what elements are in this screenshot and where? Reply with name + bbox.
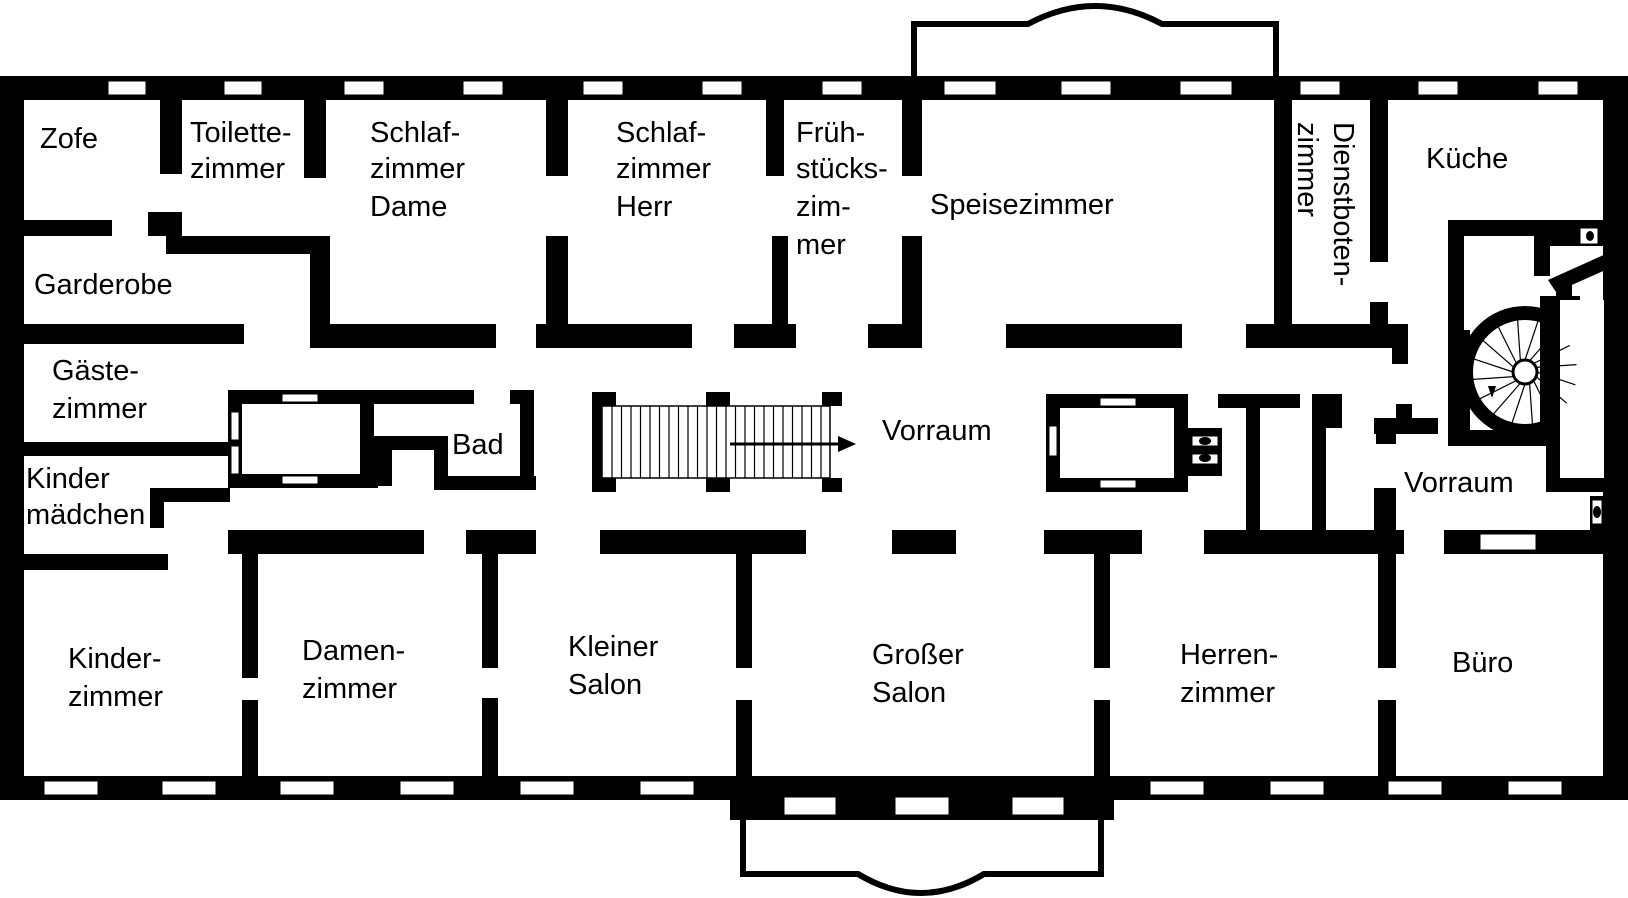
label-vorraum-east: Vorraum [1404,467,1514,499]
spiral-step [1528,383,1533,424]
north-windows [107,80,1579,96]
label-buero: Büro [1452,647,1513,679]
core-north-west [24,390,536,490]
label-damenzimmer: Damen- zimmer [302,635,413,705]
spiral-step [1529,329,1557,362]
label-grosser-salon: Großer Salon [872,639,972,709]
label-bad: Bad [452,429,504,461]
label-zofe: Zofe [40,123,98,155]
spiral-step [1473,375,1514,380]
spiral-step [1482,340,1515,368]
spiral-step [1517,320,1522,361]
south-windows [43,780,1563,816]
label-schlafzimmer-dame: Schlaf- zimmer Dame [370,117,473,223]
spiral-step [1533,344,1570,365]
label-kinderzimmer: Kinder- zimmer [68,643,170,713]
label-fruehstueckszimmer: Früh- stücks- zim- mer [796,117,896,261]
south-bay-outline [740,818,1104,896]
spiral-step [1536,371,1576,386]
label-dienstbotenzimmer: Dienstboten- zimmer [1291,122,1359,295]
spiral-step [1493,382,1521,415]
label-kindermaedchen: Kinder mädchen [26,463,145,531]
south-partitions [24,488,1604,790]
spiral-step [1511,383,1526,423]
label-kleiner-salon: Kleiner Salon [568,631,666,701]
label-garderobe: Garderobe [34,269,173,301]
spiral-staircase [1448,220,1628,530]
label-gaestezimmer: Gäste- zimmer [52,355,147,425]
label-schlafzimmer-herr: Schlaf- zimmer Herr [616,117,719,223]
room-labels: Zofe Toilette- zimmer Schlaf- zimmer Dam… [26,117,1514,713]
label-speisezimmer: Speisezimmer [930,189,1114,221]
north-partitions [24,100,1408,364]
spiral-step [1480,379,1517,400]
label-herrenzimmer: Herren- zimmer [1180,639,1286,709]
spiral-step [1474,358,1514,373]
spiral-step [1524,321,1539,361]
core-east [1046,394,1438,538]
spiral-step [1532,380,1553,417]
label-vorraum-main: Vorraum [882,415,992,447]
spiral-step [1536,364,1577,369]
spiral-step [1497,327,1518,364]
label-kueche: Küche [1426,143,1508,175]
spiral-step [1535,376,1568,404]
north-bay-outline [911,3,1279,78]
main-staircase [592,392,856,492]
label-toilettezimmer: Toilette- zimmer [190,117,300,185]
